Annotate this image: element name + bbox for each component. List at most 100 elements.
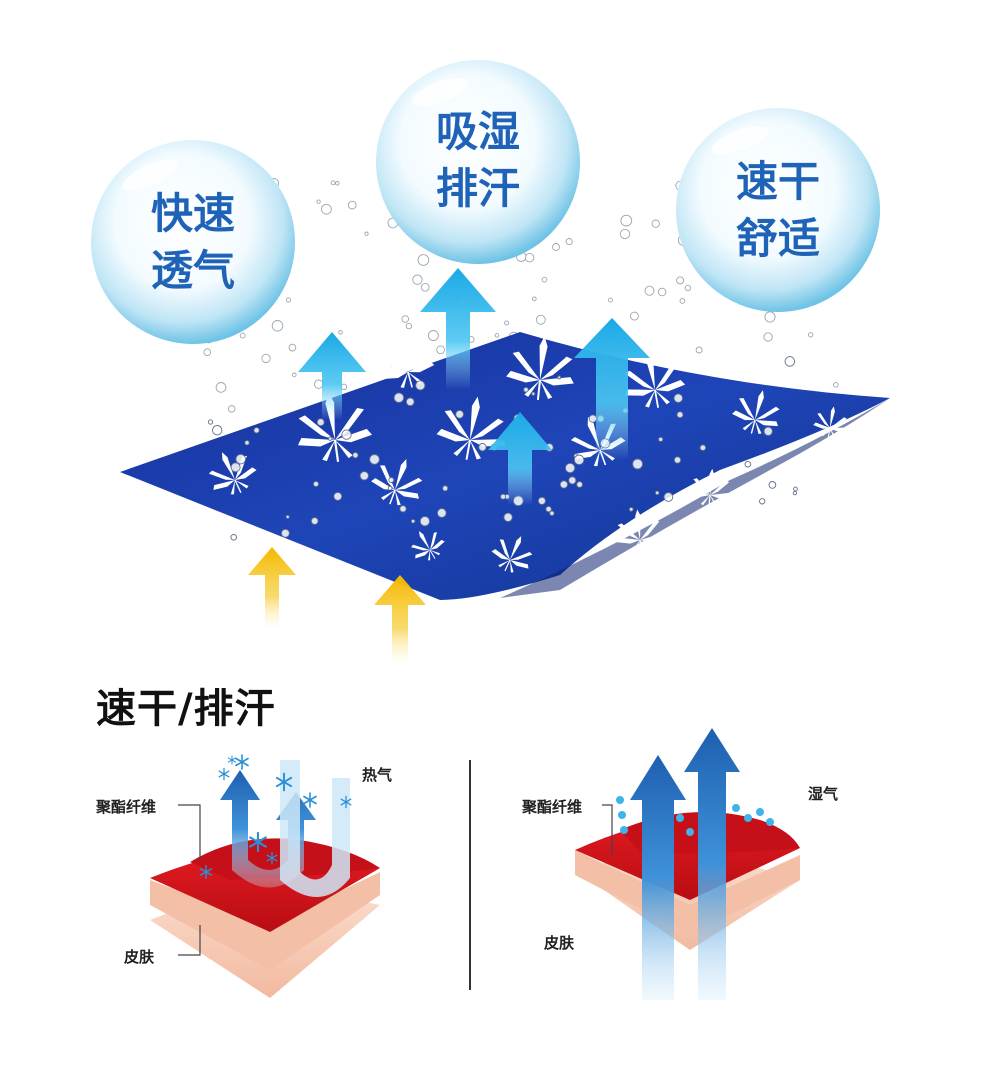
water-drop-icon: [808, 332, 814, 338]
water-drop-icon: [415, 380, 426, 391]
water-drop-icon: [330, 180, 336, 186]
water-drop-icon: [744, 814, 752, 822]
water-drop-icon: [261, 353, 271, 364]
water-drop-icon: [335, 181, 340, 186]
water-drop-icon: [588, 414, 597, 423]
up-arrow-icon: [248, 547, 426, 665]
water-drop-icon: [321, 203, 332, 215]
water-drop-icon: [285, 514, 290, 519]
water-drop-icon: [369, 454, 380, 465]
water-drop-icon: [620, 214, 633, 227]
water-drop-icon: [699, 444, 707, 451]
section-title: 速干/排汗: [96, 686, 276, 732]
water-drop-icon: [244, 440, 250, 446]
water-drop-icon: [399, 505, 407, 513]
water-drop-icon: [503, 512, 513, 522]
water-drop-icon: [620, 826, 628, 834]
up-arrow-icon: [684, 728, 740, 1000]
water-drop-icon: [405, 322, 413, 330]
water-drop-icon: [393, 392, 405, 403]
water-drop-icon: [417, 254, 430, 266]
feature-bubble-breathable: 快速 透气: [91, 140, 295, 344]
water-drop-icon: [410, 518, 416, 524]
water-drop-icon: [568, 476, 577, 485]
up-arrow-icon: [630, 755, 686, 1000]
water-drop-icon: [537, 496, 546, 505]
water-drop-icon: [549, 510, 555, 516]
water-drop-icon: [657, 287, 667, 297]
water-drop-icon: [364, 231, 369, 236]
water-drop-icon: [744, 460, 752, 468]
water-drop-icon: [764, 311, 776, 323]
moisture-diagram: [575, 728, 800, 1000]
fiber-label-right: 聚酯纤维: [522, 798, 583, 816]
bubble-line1: 速干: [736, 157, 820, 206]
water-drop-icon: [756, 808, 764, 816]
water-drop-icon: [235, 453, 246, 465]
water-drop-icon: [419, 516, 431, 527]
water-drop-icon: [545, 505, 552, 513]
water-drop-icon: [557, 375, 562, 380]
water-drop-icon: [207, 419, 214, 425]
water-drop-icon: [616, 796, 774, 836]
water-drop-icon: [644, 285, 655, 296]
water-drop-icon: [793, 486, 798, 492]
water-drop-icon: [632, 458, 644, 470]
bubble-line2: 排汗: [436, 164, 520, 213]
bubble-line1: 快速: [151, 189, 235, 238]
bubble-line1: 吸湿: [436, 107, 520, 156]
water-drop-icon: [768, 481, 777, 489]
water-drop-icon: [338, 330, 343, 335]
water-drop-icon: [314, 379, 324, 389]
water-drop-icon: [316, 199, 321, 204]
skin-label-right: 皮肤: [544, 934, 575, 952]
water-drop-icon: [420, 282, 430, 292]
up-arrow-icon: [298, 268, 650, 505]
water-drop-icon: [608, 297, 613, 303]
water-drop-icon: [531, 296, 537, 302]
water-drop-icon: [676, 814, 684, 822]
water-drop-icon: [654, 490, 660, 496]
water-drop-icon: [203, 348, 212, 357]
feature-bubble-quickdry: 速干 舒适: [676, 108, 880, 312]
water-drop-icon: [442, 485, 449, 492]
water-drop-icon: [227, 405, 236, 413]
water-drop-icon: [784, 356, 796, 367]
water-drop-icon: [565, 238, 573, 246]
fiber-label-left: 聚酯纤维: [96, 798, 157, 816]
water-drop-icon: [230, 534, 237, 541]
heat-label: 热气: [362, 766, 393, 784]
feature-bubble-wicking: 吸湿 排汗: [376, 60, 580, 264]
water-drop-icon: [673, 393, 684, 403]
water-drop-icon: [619, 228, 631, 240]
water-drop-icon: [500, 493, 507, 500]
water-drop-icon: [388, 477, 395, 483]
water-drop-icon: [524, 252, 535, 263]
water-drop-icon: [436, 345, 445, 355]
water-drop-icon: [552, 243, 560, 251]
bubble-line2: 舒适: [736, 214, 820, 263]
water-drop-icon: [658, 436, 664, 442]
water-drop-icon: [564, 462, 576, 474]
water-drop-icon: [215, 382, 227, 393]
water-drop-icon: [531, 391, 536, 396]
water-drop-icon: [763, 426, 773, 436]
water-drop-icon: [629, 311, 639, 321]
water-drop-icon: [504, 320, 510, 326]
heat-diagram: [150, 754, 380, 998]
water-drop-icon: [478, 443, 487, 452]
water-drop-icon: [352, 452, 359, 459]
water-drop-icon: [833, 382, 839, 388]
water-drop-icon: [695, 346, 703, 354]
water-drop-icon: [239, 332, 246, 339]
water-drop-icon: [559, 480, 569, 489]
water-drop-icon: [535, 314, 546, 325]
water-drop-icon: [673, 456, 682, 464]
water-drop-icon: [280, 528, 290, 538]
water-drop-icon: [541, 276, 548, 283]
water-drop-icon: [455, 409, 464, 419]
skin-label-left: 皮肤: [124, 948, 155, 966]
water-drop-icon: [341, 429, 352, 440]
water-drop-icon: [312, 480, 320, 488]
